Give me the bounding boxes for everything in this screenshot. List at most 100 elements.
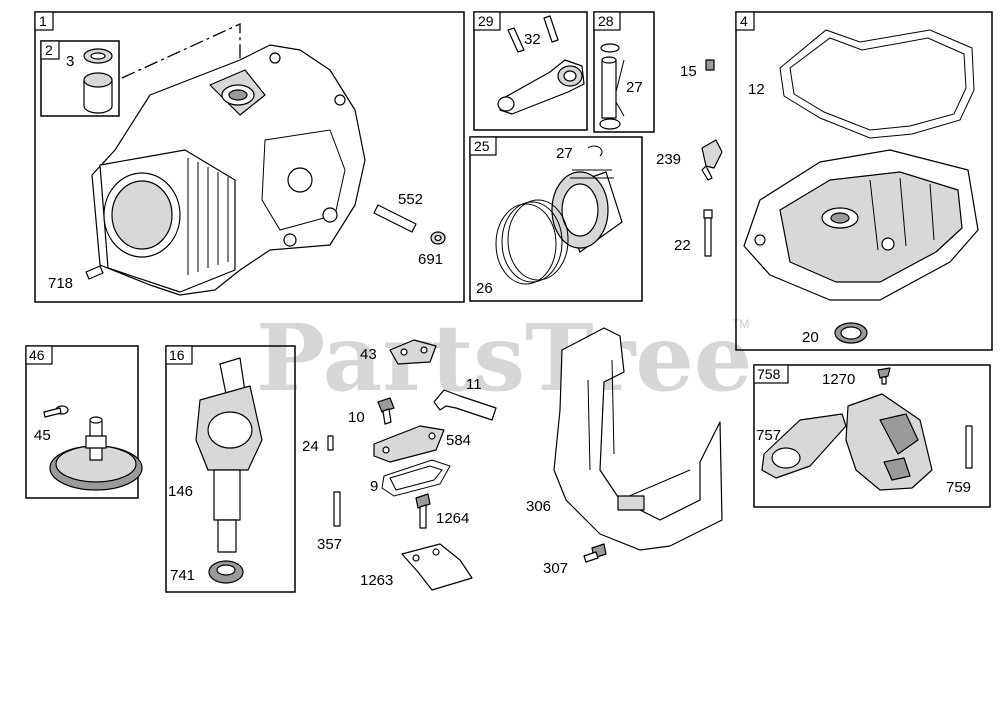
seal-20-part[interactable]: [834, 322, 868, 344]
label-1263: 1263: [360, 572, 393, 589]
label-584: 584: [446, 432, 471, 449]
callout-line-group-2: [121, 22, 241, 80]
group-28-frame: [593, 11, 655, 133]
group-758-governor[interactable]: 758 1270 757 759: [753, 364, 991, 508]
group-758-frame: [753, 364, 991, 508]
group-758-tag-box: [753, 364, 789, 384]
governor-gear-part[interactable]: [761, 413, 847, 479]
group-28-tag: 28: [598, 13, 614, 29]
group-1-frame: [34, 11, 465, 303]
plug-15-part[interactable]: [705, 59, 715, 71]
bolt-1264-part[interactable]: [415, 493, 431, 529]
label-15: 15: [680, 63, 697, 80]
label-3: 3: [66, 53, 74, 70]
label-10: 10: [348, 409, 365, 426]
breather-tube-part[interactable]: [433, 389, 497, 421]
pin-357-part[interactable]: [333, 491, 341, 527]
label-27a: 27: [626, 79, 643, 96]
seal-741-part[interactable]: [208, 560, 244, 584]
group-16-crankshaft[interactable]: 16 146 741: [165, 345, 296, 593]
group-29-frame: [473, 11, 588, 131]
callout-line-27a: [615, 59, 625, 117]
label-12: 12: [748, 81, 765, 98]
label-24: 24: [302, 438, 319, 455]
group-25-piston[interactable]: 25 27 26: [469, 136, 643, 302]
label-239: 239: [656, 151, 681, 168]
sleeve-seal-part[interactable]: [83, 48, 113, 114]
label-27b: 27: [556, 145, 573, 162]
group-29-tag-box: [473, 11, 501, 31]
label-146: 146: [168, 483, 193, 500]
watermark-tm: TM: [732, 317, 749, 331]
group-4-sump[interactable]: 4 12 20: [735, 11, 993, 351]
cylinder-block-part[interactable]: [91, 44, 366, 296]
group-1-tag: 1: [39, 13, 47, 29]
pin-759-part[interactable]: [965, 425, 973, 469]
label-759: 759: [946, 479, 971, 496]
label-552: 552: [398, 191, 423, 208]
group-4-tag: 4: [740, 13, 748, 29]
pin-24-part[interactable]: [327, 435, 334, 451]
pin-718-part[interactable]: [85, 265, 104, 280]
rod-bolt-part[interactable]: [507, 15, 559, 53]
label-43: 43: [360, 346, 377, 363]
label-307: 307: [543, 560, 568, 577]
label-20: 20: [802, 329, 819, 346]
group-16-frame: [165, 345, 296, 593]
bolt-22-part[interactable]: [703, 209, 713, 257]
retainer-clip-part[interactable]: [587, 145, 603, 157]
group-1-tag-box: [34, 11, 54, 31]
watermark-text: PartsTree: [256, 304, 752, 412]
group-28-tag-box: [593, 11, 621, 31]
dowel-pin-part[interactable]: [373, 204, 417, 233]
label-1270: 1270: [822, 371, 855, 388]
group-25-tag: 25: [474, 138, 490, 154]
piston-rings-part[interactable]: [495, 199, 569, 285]
group-46-tag-box: [25, 345, 53, 365]
label-691: 691: [418, 251, 443, 268]
watermark: PartsTree TM: [256, 304, 752, 412]
breather-43-part[interactable]: [389, 339, 437, 365]
bolt-307-part[interactable]: [583, 543, 607, 563]
plate-1263-part[interactable]: [401, 543, 473, 591]
pin-45-part[interactable]: [43, 405, 69, 418]
piston-pin-part[interactable]: [599, 43, 621, 130]
shroud-306-part[interactable]: [553, 327, 723, 551]
sump-cover-part[interactable]: [743, 149, 979, 301]
group-1-cylinder[interactable]: 1 2 3: [34, 11, 465, 303]
label-718: 718: [48, 275, 73, 292]
piston-part[interactable]: [551, 169, 623, 253]
group-16-tag-box: [165, 345, 193, 365]
label-357: 357: [317, 536, 342, 553]
bolt-10-part[interactable]: [377, 397, 395, 425]
group-758-tag: 758: [757, 366, 781, 382]
group-29-tag: 29: [478, 13, 494, 29]
group-2-tag-box: [40, 40, 60, 60]
label-26: 26: [476, 280, 493, 297]
label-1264: 1264: [436, 510, 469, 527]
label-11: 11: [466, 376, 482, 393]
group-25-tag-box: [469, 136, 497, 156]
crankshaft-part[interactable]: [195, 357, 263, 553]
label-306: 306: [526, 498, 551, 515]
gasket-part[interactable]: [779, 29, 975, 139]
gasket-9-part[interactable]: [381, 459, 451, 497]
connecting-rod-part[interactable]: [497, 59, 585, 115]
label-757: 757: [756, 427, 781, 444]
label-32: 32: [524, 31, 541, 48]
label-741: 741: [170, 567, 195, 584]
group-29-connecting-rod[interactable]: 29 32: [473, 11, 588, 131]
group-4-frame: [735, 11, 993, 351]
group-46-tag: 46: [29, 347, 45, 363]
group-2-tag: 2: [45, 42, 53, 58]
group-46-camshaft[interactable]: 46 45: [25, 345, 143, 499]
screw-1270-part[interactable]: [877, 367, 891, 385]
governor-arm-part[interactable]: [845, 393, 933, 491]
oil-seal-part[interactable]: [430, 231, 446, 245]
label-9: 9: [370, 478, 378, 495]
oil-pressure-switch-part[interactable]: [701, 139, 723, 181]
cam-gear-part[interactable]: [49, 416, 143, 491]
cover-584-part[interactable]: [373, 425, 445, 463]
group-28-piston-pin[interactable]: 28 27: [593, 11, 655, 133]
